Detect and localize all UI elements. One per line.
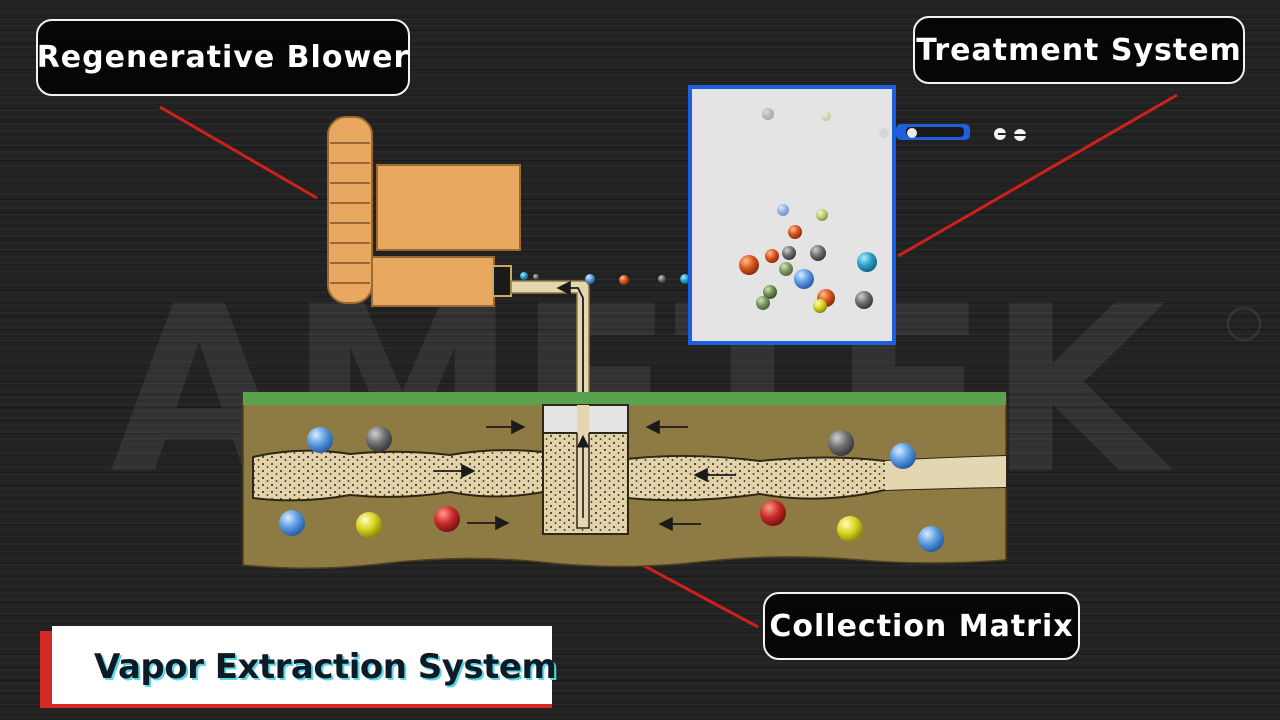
clean-air-output: [994, 128, 1026, 141]
blower-fins: [330, 142, 370, 284]
vapor-stream: [516, 272, 728, 286]
regenerative-blower: [327, 116, 521, 307]
title-banner: [52, 626, 552, 704]
contaminant-particles: [279, 426, 944, 552]
soil-flow-arrows: [434, 419, 736, 532]
label-collection-matrix: Collection Matrix: [763, 592, 1080, 660]
ground-cross-section: [242, 392, 1007, 569]
blower-outlet: [492, 265, 512, 297]
registered-mark-icon: [1226, 306, 1262, 342]
grass-layer: [243, 392, 1006, 405]
label-treatment-system: Treatment System: [913, 16, 1245, 84]
blower-base: [371, 256, 495, 307]
leader-line-blower: [159, 105, 318, 200]
treatment-system: [688, 85, 1026, 345]
page-title: Vapor Extraction System: [94, 647, 557, 687]
label-regenerative-blower: Regenerative Blower: [36, 19, 410, 96]
permeable-layer-left: [252, 449, 544, 502]
treatment-particles: [739, 108, 877, 313]
leader-line-treatment: [897, 93, 1178, 258]
blower-housing: [327, 116, 373, 304]
blower-motor: [376, 164, 521, 251]
